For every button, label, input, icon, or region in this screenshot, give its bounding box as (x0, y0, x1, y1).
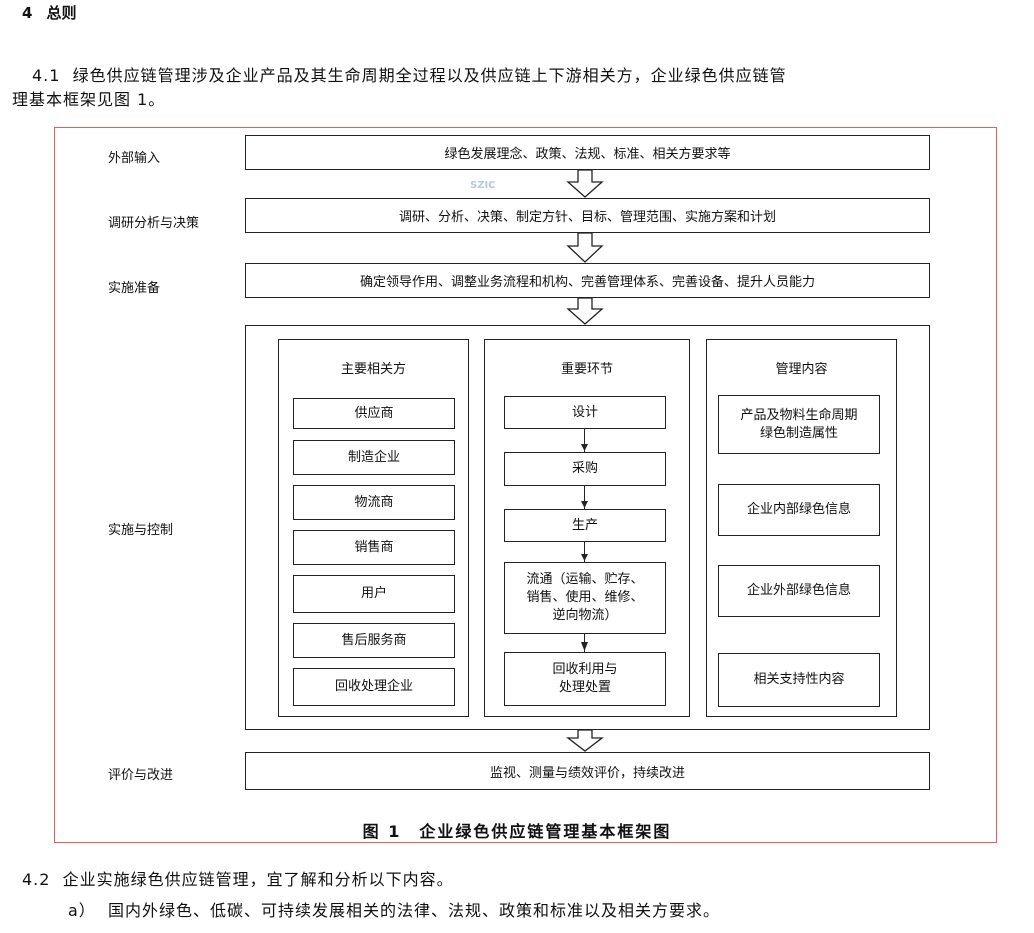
column-title: 主要相关方 (340, 362, 406, 377)
list-item-a: a） 国内外绿色、低碳、可持续发展相关的法律、法规、政策和标准以及相关方要求。 (68, 897, 720, 921)
content-box: 产品及物料生命周期 绿色制造属性 (718, 395, 880, 454)
paragraph-line: 绿色供应链管理涉及企业产品及其生命周期全过程以及供应链上下游相关方，企业绿色供应… (72, 66, 787, 85)
column-stakeholders: 主要相关方 (278, 339, 469, 717)
bar-preparation: 确定领导作用、调整业务流程和机构、完善管理体系、完善设备、提升人员能力 (245, 263, 930, 298)
down-arrow-icon (566, 298, 604, 325)
link-box-circulation: 流通（运输、贮存、 销售、使用、维修、 逆向物流） (504, 562, 666, 634)
paragraph-4-1: 4.1 绿色供应链管理涉及企业产品及其生命周期全过程以及供应链上下游相关方，企业… (12, 64, 1022, 112)
stakeholder-box: 回收处理企业 (293, 668, 455, 706)
row-label-implementation: 实施与控制 (108, 523, 174, 538)
section-title: 总则 (46, 4, 77, 22)
watermark-logo: SZIC (470, 180, 496, 191)
stakeholder-box: 制造企业 (293, 440, 455, 475)
list-marker: a） (68, 901, 96, 920)
link-box-procurement: 采购 (504, 452, 666, 486)
content-box: 企业外部绿色信息 (718, 565, 880, 617)
paragraph-4-2: 4.2 企业实施绿色供应链管理，宜了解和分析以下内容。 (22, 866, 454, 890)
bar-text: 绿色发展理念、政策、法规、标准、相关方要求等 (444, 147, 731, 162)
column-title: 重要环节 (560, 362, 613, 377)
paragraph-line: 理基本框架见图 1。 (12, 90, 166, 109)
paragraph-text: 企业实施绿色供应链管理，宜了解和分析以下内容。 (62, 870, 454, 889)
row-label-evaluation: 评价与改进 (108, 768, 174, 783)
down-arrow-icon (566, 233, 604, 263)
content-box: 相关支持性内容 (718, 653, 880, 707)
down-arrow-icon (566, 730, 604, 752)
bar-external-input: 绿色发展理念、政策、法规、标准、相关方要求等 (245, 135, 930, 170)
link-box-design: 设计 (504, 396, 666, 429)
link-box-production: 生产 (504, 509, 666, 542)
bar-text: 调研、分析、决策、制定方针、目标、管理范围、实施方案和计划 (398, 210, 776, 225)
flow-arrowhead-icon (581, 554, 588, 561)
bar-text: 确定领导作用、调整业务流程和机构、完善管理体系、完善设备、提升人员能力 (359, 275, 815, 290)
bar-text: 监视、测量与绩效评价，持续改进 (489, 765, 685, 781)
stakeholder-box: 物流商 (293, 485, 455, 520)
content-box: 企业内部绿色信息 (718, 484, 880, 536)
column-title: 管理内容 (775, 362, 828, 377)
stakeholder-box: 供应商 (293, 398, 455, 429)
list-text: 国内外绿色、低碳、可持续发展相关的法律、法规、政策和标准以及相关方要求。 (107, 901, 720, 920)
link-box-recycling: 回收利用与 处理处置 (504, 652, 666, 706)
stakeholder-box: 销售商 (293, 530, 455, 565)
figure-caption: 图 1 企业绿色供应链管理基本框架图 (362, 822, 672, 841)
flow-arrowhead-icon (581, 444, 588, 451)
section-number: 4 (22, 4, 33, 22)
stakeholder-box: 售后服务商 (293, 623, 455, 658)
paragraph-number: 4.1 (32, 66, 61, 85)
row-label-research: 调研分析与决策 (108, 216, 200, 231)
figure-frame (54, 127, 997, 843)
down-arrow-icon (566, 170, 604, 198)
paragraph-number: 4.2 (22, 870, 51, 889)
section-heading: 4 总则 (22, 2, 76, 23)
stakeholder-box: 用户 (293, 575, 455, 613)
row-label-external-input: 外部输入 (108, 151, 161, 166)
row-label-preparation: 实施准备 (108, 281, 161, 296)
bar-research: 调研、分析、决策、制定方针、目标、管理范围、实施方案和计划 (245, 198, 930, 233)
flow-arrowhead-icon (581, 642, 588, 651)
bar-evaluation: 监视、测量与绩效评价，持续改进 (245, 752, 930, 790)
flow-arrowhead-icon (581, 501, 588, 508)
